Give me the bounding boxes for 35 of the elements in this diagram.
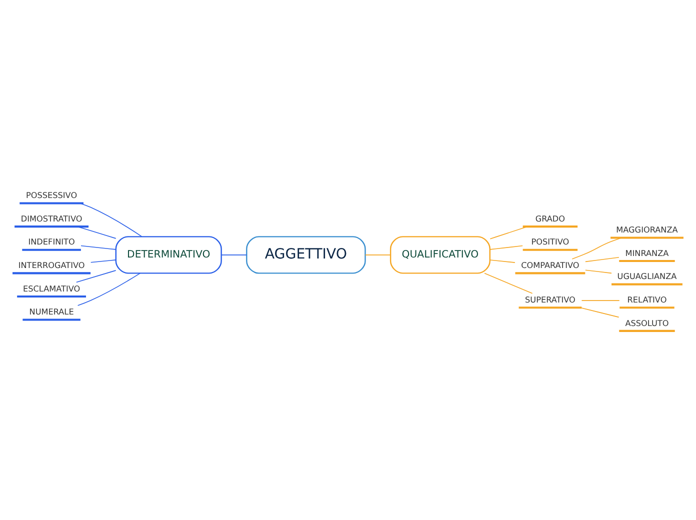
connector xyxy=(572,237,622,260)
connector xyxy=(221,254,247,256)
node-text: ESCLAMATIVO xyxy=(22,283,80,294)
connector xyxy=(77,272,141,306)
node-box: AGGETTIVO xyxy=(246,236,366,274)
connector xyxy=(76,226,116,239)
node-text: MAGGIORANZA xyxy=(616,224,678,235)
node-text: COMPARATIVO xyxy=(521,260,580,270)
connector xyxy=(585,256,620,262)
node-text: RELATIVO xyxy=(627,294,667,304)
node-box: QUALIFICATIVO xyxy=(390,236,490,274)
connector xyxy=(80,245,116,250)
connector xyxy=(90,260,116,263)
connector xyxy=(490,245,523,250)
node-text: POSSESSIVO xyxy=(26,190,78,200)
node-text: ASSOLUTO xyxy=(625,318,669,328)
node-box: DETERMINATIVO xyxy=(115,236,222,274)
node-text: INTERROGATIVO xyxy=(18,260,85,270)
node-text: NUMERALE xyxy=(29,306,74,317)
connector xyxy=(364,254,391,256)
connector xyxy=(80,202,142,237)
node-text: UGUAGLIANZA xyxy=(617,271,677,282)
connector xyxy=(581,300,620,301)
node-text: INDEFINITO xyxy=(28,236,75,247)
connector xyxy=(484,272,533,294)
node-text: SUPERATIVO xyxy=(525,294,576,304)
connector xyxy=(585,270,612,274)
node-text: POSITIVO xyxy=(531,236,570,247)
connector xyxy=(580,307,620,318)
connector xyxy=(76,270,116,283)
connector xyxy=(490,260,516,263)
connector xyxy=(490,226,528,240)
node-text: DIMOSTRATIVO xyxy=(20,213,82,224)
node-text: MINRANZA xyxy=(625,248,669,258)
node-text: GRADO xyxy=(535,213,566,224)
